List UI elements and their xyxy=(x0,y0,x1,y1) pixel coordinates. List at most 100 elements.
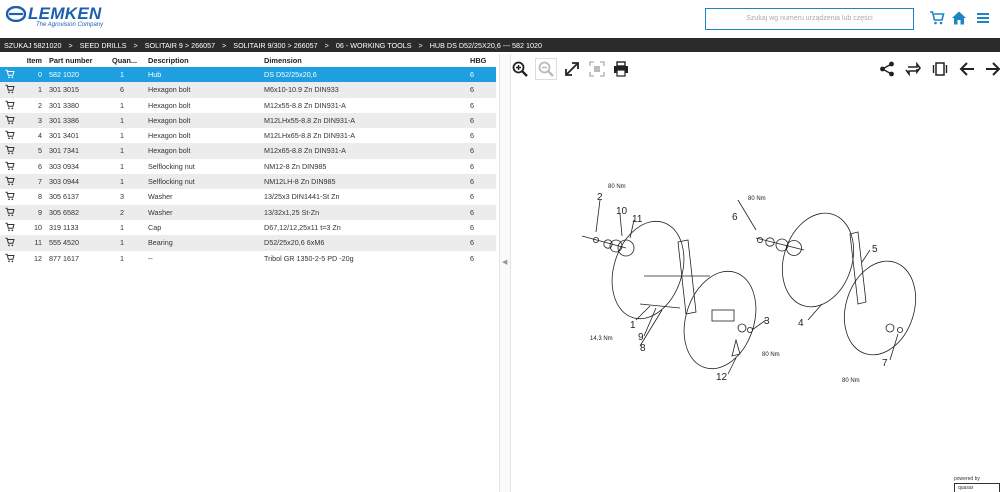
callout-4: 4 xyxy=(798,318,804,329)
add-to-cart-icon[interactable] xyxy=(5,145,15,155)
menu-icon[interactable] xyxy=(975,10,991,26)
back-icon[interactable] xyxy=(959,61,975,77)
col-item[interactable]: Item xyxy=(26,56,42,65)
cell-hbg: 6 xyxy=(470,192,474,202)
col-hbg[interactable]: HBG xyxy=(470,56,487,65)
add-to-cart-icon[interactable] xyxy=(5,100,15,110)
cell-quantity: 1 xyxy=(120,177,124,187)
breadcrumb-solitair-9[interactable]: SOLITAIR 9 > 266057 xyxy=(144,41,216,50)
cell-hbg: 6 xyxy=(470,85,474,95)
home-icon[interactable] xyxy=(951,10,967,26)
collapse-arrow-icon[interactable]: ◀ xyxy=(502,259,508,266)
cell-part-number: 877 1617 xyxy=(49,253,79,263)
add-to-cart-icon[interactable] xyxy=(5,237,15,247)
breadcrumb-search[interactable]: SZUKAJ 5821020 xyxy=(4,41,62,50)
print-icon[interactable] xyxy=(613,61,629,77)
callout-11: 11 xyxy=(632,214,643,225)
cell-dimension: DS D52/25x20,6 xyxy=(264,70,317,79)
forward-icon[interactable] xyxy=(985,61,1000,77)
cell-part-number: 582 1020 xyxy=(49,70,79,79)
add-to-cart-icon[interactable] xyxy=(5,130,15,140)
cart-icon[interactable] xyxy=(929,10,945,26)
cell-description: Bearing xyxy=(148,238,173,248)
cell-quantity: 1 xyxy=(120,161,124,171)
add-to-cart-icon[interactable] xyxy=(5,115,15,125)
breadcrumb-working-tools[interactable]: 06 - WORKING TOOLS xyxy=(335,41,412,50)
cell-item: 7 xyxy=(38,177,42,187)
add-to-cart-icon[interactable] xyxy=(5,222,15,232)
cell-part-number: 301 3401 xyxy=(49,131,79,141)
col-part-number[interactable]: Part number xyxy=(49,56,93,65)
torque-label-2: 80 Nm xyxy=(748,196,766,202)
torque-label-4: 80 Nm xyxy=(842,378,860,384)
parts-table: Item Part number Quan... Description Dim… xyxy=(0,54,496,266)
add-to-cart-icon[interactable] xyxy=(5,253,15,263)
rotate-icon[interactable] xyxy=(905,61,921,77)
fit-icon[interactable] xyxy=(589,61,605,77)
cell-item: 5 xyxy=(38,146,42,156)
cell-dimension: 13/25x3 DIN1441-St Zn xyxy=(264,192,340,202)
add-to-cart-icon[interactable] xyxy=(5,161,15,171)
cell-item: 6 xyxy=(38,161,42,171)
cell-hbg: 6 xyxy=(470,253,474,263)
cell-quantity: 1 xyxy=(120,131,124,141)
cell-hbg: 6 xyxy=(470,146,474,156)
cell-description: Hexagon bolt xyxy=(148,115,191,125)
cell-description: Selflocking nut xyxy=(148,177,195,187)
add-to-cart-icon[interactable] xyxy=(5,207,15,217)
cell-dimension: M12LHx65-8.8 Zn DIN931-A xyxy=(264,131,356,141)
cell-part-number: 303 0934 xyxy=(49,161,79,171)
col-dimension[interactable]: Dimension xyxy=(264,56,302,65)
cell-description: Hexagon bolt xyxy=(148,100,191,110)
torque-label-5: 14,3 Nm xyxy=(590,336,613,342)
add-to-cart-icon[interactable] xyxy=(5,84,15,94)
search-input[interactable]: Szukaj wg numeru urządzenia lub części xyxy=(705,8,914,30)
add-to-cart-icon[interactable] xyxy=(5,69,15,79)
cell-dimension: M12LHx55-8.8 Zn DIN931-A xyxy=(264,115,356,125)
add-to-cart-icon[interactable] xyxy=(5,191,15,201)
cell-part-number: 301 7341 xyxy=(49,146,79,156)
cell-item: 4 xyxy=(38,131,42,141)
col-description[interactable]: Description xyxy=(148,56,189,65)
view-icon[interactable] xyxy=(932,61,948,77)
col-quantity[interactable]: Quan... xyxy=(112,56,138,65)
breadcrumb-current: HUB DS D52/25X20,6 --- 582 1020 xyxy=(429,41,542,50)
cell-part-number: 301 3386 xyxy=(49,115,79,125)
brand-name: LEMKEN xyxy=(28,4,102,23)
zoom-out-icon[interactable] xyxy=(538,61,554,77)
cell-dimension: M12x65-8.8 Zn DIN931-A xyxy=(264,146,346,156)
cell-hbg: 6 xyxy=(470,131,474,141)
callout-2: 2 xyxy=(597,192,603,203)
vendor-badge[interactable]: quasar xyxy=(954,483,1000,492)
cell-part-number: 305 6137 xyxy=(49,192,79,202)
share-icon[interactable] xyxy=(879,61,895,77)
breadcrumb-seed-drills[interactable]: SEED DRILLS xyxy=(79,41,127,50)
panel-splitter[interactable] xyxy=(499,54,511,492)
breadcrumb-solitair-9-300[interactable]: SOLITAIR 9/300 > 266057 xyxy=(233,41,318,50)
callout-12: 12 xyxy=(716,372,728,383)
cell-quantity: 1 xyxy=(120,115,124,125)
lemken-logo[interactable]: LEMKEN The Agrovision Company xyxy=(6,4,116,33)
callout-1: 1 xyxy=(630,320,636,331)
cell-part-number: 319 1133 xyxy=(49,222,79,232)
add-to-cart-icon[interactable] xyxy=(5,176,15,186)
cell-dimension: D67,12/12,25x11 t=3 Zn xyxy=(264,222,341,232)
expand-icon[interactable] xyxy=(564,61,580,77)
zoom-in-icon[interactable] xyxy=(512,61,528,77)
cell-description: Hub xyxy=(148,70,162,79)
cell-dimension: D52/25x20,6 6xM6 xyxy=(264,238,325,248)
cell-hbg: 6 xyxy=(470,207,474,217)
